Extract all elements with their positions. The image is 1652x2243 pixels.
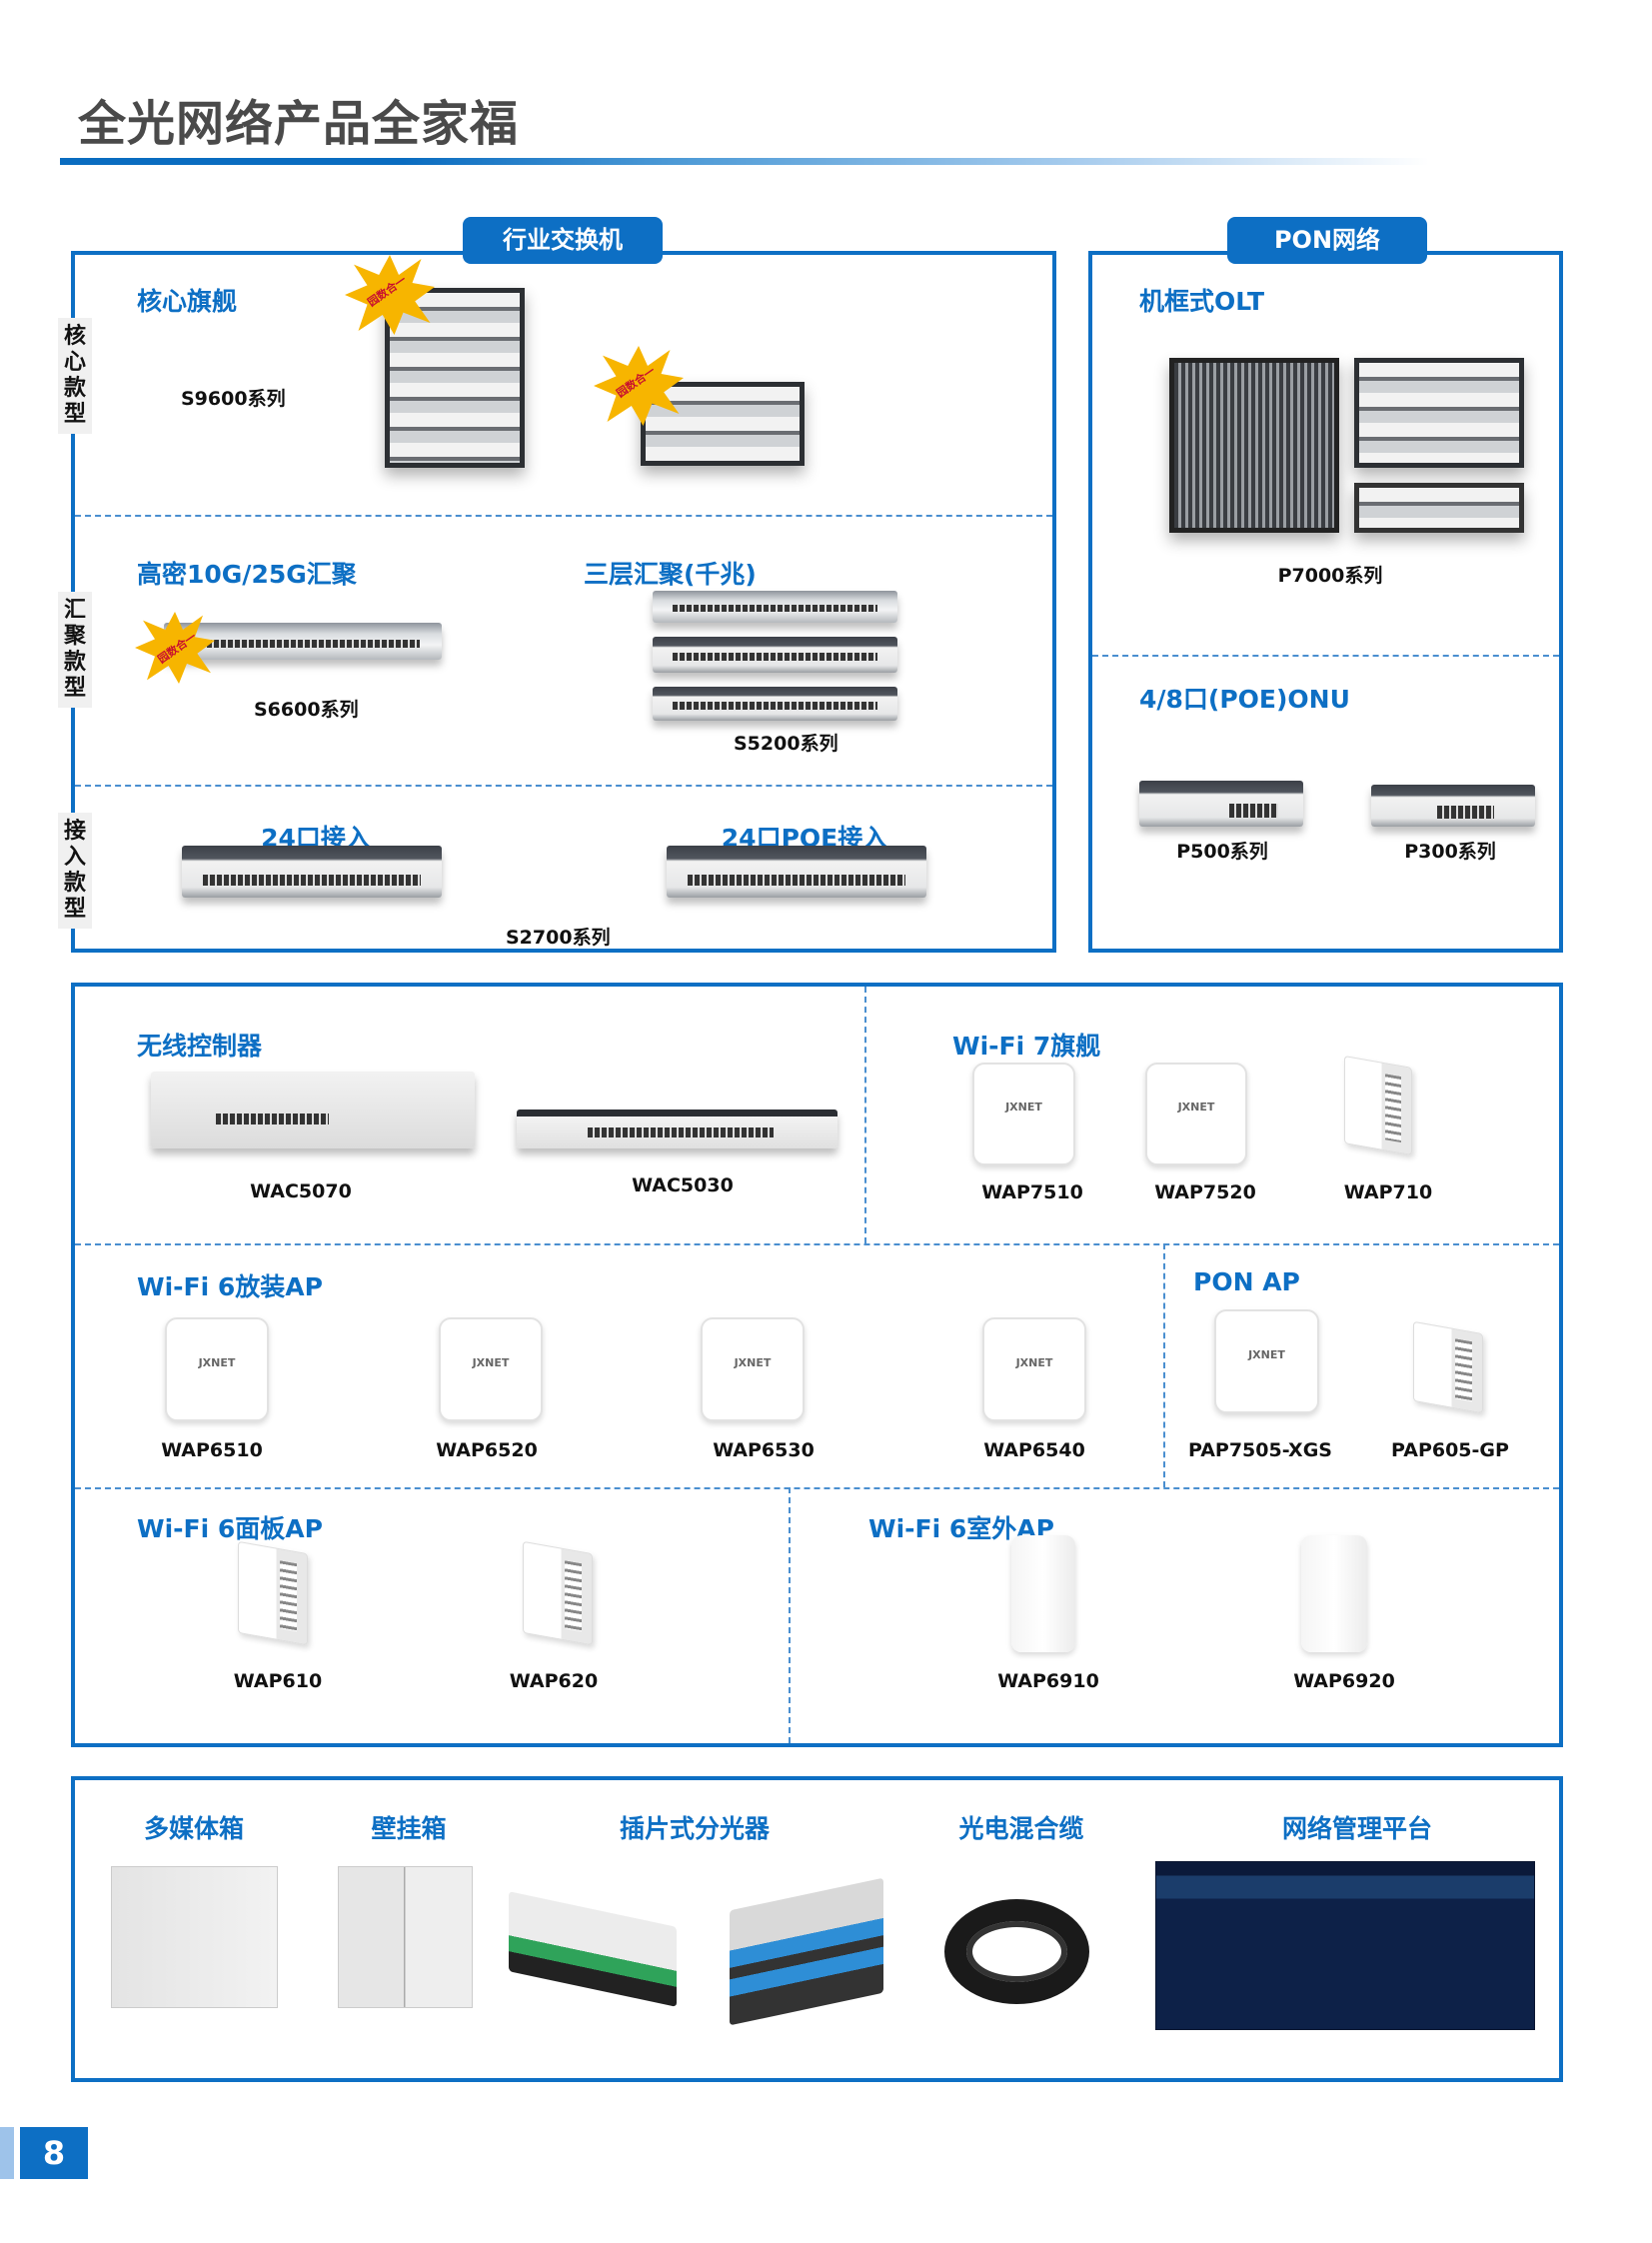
hybrid-cable-image (944, 1899, 1089, 2004)
wap7520-brand-text: JXNET (1177, 1101, 1215, 1114)
nms-dashboard-image (1155, 1861, 1535, 2030)
wap6530-label: WAP6530 (713, 1439, 815, 1461)
onu-heading: 4/8口(POE)ONU (1139, 685, 1350, 714)
wap710-label: WAP710 (1343, 1181, 1433, 1203)
side-label-access: 接入款型 (58, 813, 92, 929)
wall-box-heading: 壁挂箱 (371, 1814, 447, 1843)
wap6530-brand-text: JXNET (734, 1356, 772, 1369)
wap6920-image (1301, 1535, 1367, 1652)
p7000-olt-small-image (1354, 483, 1524, 533)
nms-platform-heading: 网络管理平台 (1281, 1814, 1433, 1843)
page-number: 8 (20, 2127, 88, 2179)
p300-onu-image (1371, 785, 1535, 827)
wap6540-image (982, 1317, 1086, 1421)
pap605-image (1413, 1320, 1483, 1414)
wac5030-image (517, 1110, 837, 1148)
s2700-poe-switch-image (667, 846, 926, 898)
divider (1163, 1243, 1165, 1487)
side-label-aggregation: 汇聚款型 (58, 592, 92, 708)
wac5070-label: WAC5070 (250, 1180, 352, 1202)
agg-l3-heading: 三层汇聚(千兆) (584, 560, 757, 589)
divider (75, 1487, 1559, 1489)
wap6540-label: WAP6540 (983, 1439, 1085, 1461)
divider (75, 785, 1052, 787)
wap620-image (523, 1540, 593, 1646)
divider (864, 987, 866, 1243)
agg-10g-heading: 高密10G/25G汇聚 (137, 560, 357, 589)
wap6510-label: WAP6510 (161, 1439, 263, 1461)
p500-onu-image (1139, 781, 1303, 827)
p300-label: P300系列 (1404, 841, 1496, 863)
s2700-label: S2700系列 (506, 927, 611, 949)
core-heading: 核心旗舰 (137, 287, 238, 316)
page-number-strip (0, 2127, 14, 2179)
wap6540-brand-text: JXNET (1015, 1356, 1053, 1369)
wall-box-image (338, 1866, 473, 2008)
pon-ap-heading: PON AP (1193, 1267, 1300, 1296)
divider (789, 1487, 791, 1743)
wifi6-panel-heading: Wi-Fi 6面板AP (137, 1514, 323, 1543)
s5200-label: S5200系列 (734, 733, 838, 755)
s5200-switch-image (653, 687, 897, 721)
s9600-label: S9600系列 (181, 388, 286, 410)
divider (75, 1243, 1559, 1245)
s9600-chassis-large-image (385, 288, 525, 468)
s5200-switch-image (653, 591, 897, 623)
side-label-core: 核心款型 (58, 318, 92, 434)
splitter-heading: 插片式分光器 (619, 1814, 771, 1843)
wap6510-image (165, 1317, 269, 1421)
wap7510-label: WAP7510 (981, 1181, 1083, 1203)
page-title: 全光网络产品全家福 (78, 96, 520, 152)
wifi7-heading: Wi-Fi 7旗舰 (952, 1032, 1101, 1061)
wifi6-ceiling-heading: Wi-Fi 6放装AP (137, 1272, 323, 1301)
wap6520-brand-text: JXNET (472, 1356, 510, 1369)
pap605-label: PAP605-GP (1391, 1439, 1509, 1461)
p7000-label: P7000系列 (1277, 565, 1383, 587)
pap7505-brand-text: JXNET (1248, 1348, 1285, 1361)
tab-switches: 行业交换机 (463, 217, 663, 264)
pap7505-image (1214, 1309, 1319, 1413)
pap7505-label: PAP7505-XGS (1188, 1439, 1332, 1461)
title-underline (60, 158, 1429, 165)
hybrid-cable-heading: 光电混合缆 (958, 1814, 1084, 1843)
wap6530-image (701, 1317, 805, 1421)
wap7510-brand-text: JXNET (1005, 1101, 1042, 1114)
p7000-olt-large-image (1169, 358, 1339, 533)
wap6910-label: WAP6910 (997, 1670, 1099, 1692)
s5200-switch-image (653, 637, 897, 673)
p7000-olt-medium-image (1354, 358, 1524, 468)
wac5030-label: WAC5030 (632, 1174, 734, 1196)
wap6520-label: WAP6520 (436, 1439, 538, 1461)
tab-pon: PON网络 (1227, 217, 1427, 264)
wap610-label: WAP610 (233, 1670, 323, 1692)
media-box-heading: 多媒体箱 (143, 1814, 245, 1843)
wap710-image (1344, 1056, 1412, 1155)
wap620-label: WAP620 (509, 1670, 599, 1692)
wap7520-image (1145, 1063, 1247, 1165)
wac5070-image (151, 1072, 475, 1148)
wap7520-label: WAP7520 (1154, 1181, 1256, 1203)
p500-label: P500系列 (1176, 841, 1268, 863)
controllers-heading: 无线控制器 (137, 1032, 263, 1061)
wap6920-label: WAP6920 (1293, 1670, 1395, 1692)
media-box-image (111, 1866, 278, 2008)
wap6910-image (1011, 1535, 1075, 1652)
wap6520-image (439, 1317, 543, 1421)
olt-heading: 机框式OLT (1139, 287, 1265, 316)
s2700-switch-image (182, 846, 442, 898)
divider (1092, 655, 1559, 657)
wap6510-brand-text: JXNET (198, 1356, 236, 1369)
s6600-label: S6600系列 (254, 699, 359, 721)
wap610-image (238, 1540, 308, 1646)
wap7510-image (972, 1063, 1075, 1165)
divider (75, 515, 1052, 517)
